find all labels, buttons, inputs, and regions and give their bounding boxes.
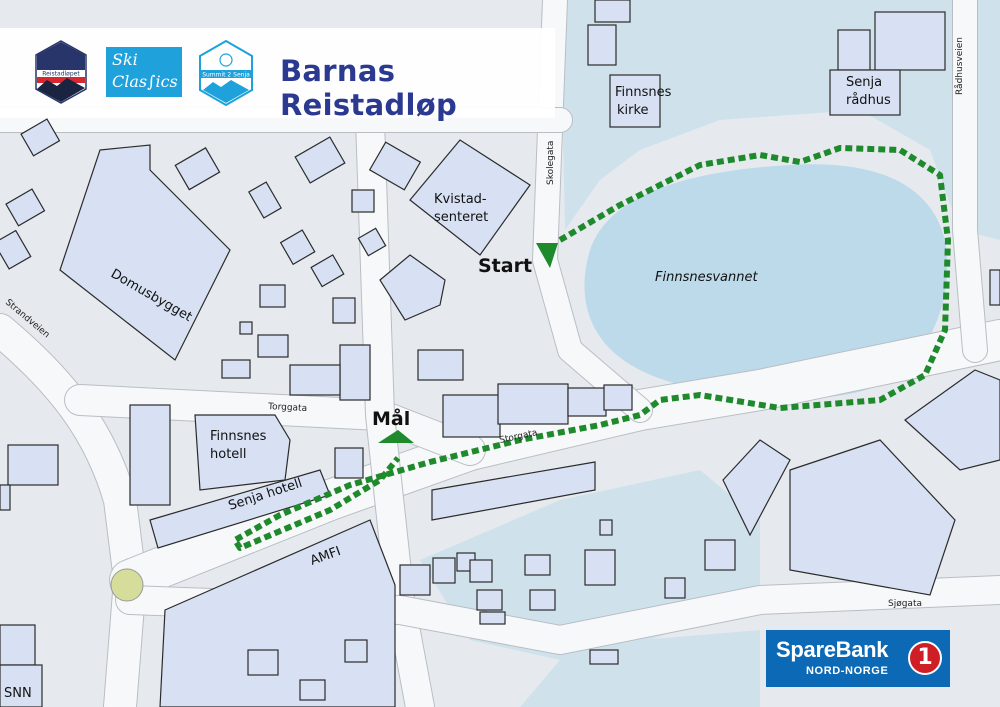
label-finnsnesvannet: Finnsnesvannet — [655, 270, 758, 285]
street-sjogata: Sjøgata — [888, 599, 922, 609]
street-skolegata: Skolegata — [546, 141, 556, 185]
finish-arrow-icon — [378, 430, 414, 443]
sparebank-one-icon: 1 — [908, 641, 942, 675]
water-bottom2 — [520, 630, 760, 707]
street-radhusveien: Rådhusveien — [954, 37, 965, 95]
race-route — [232, 145, 951, 551]
reistadlopet-badge-icon: Reistadløpet — [35, 40, 87, 104]
sparebank-logo: SpareBank NORD-NORGE 1 — [766, 630, 950, 687]
label-snn: SNN — [4, 686, 32, 701]
label-finnsnes-hotell-1: Finnsnes — [210, 429, 267, 444]
svg-text:Summit 2 Senja: Summit 2 Senja — [202, 72, 250, 79]
label-kvistadsenteret-1: Kvistad- — [434, 192, 487, 207]
label-kvistadsenteret-2: senteret — [434, 210, 488, 225]
street-torggata: Torggata — [267, 402, 307, 414]
ski-classics-logo-icon: Ski Clas∫ics — [106, 47, 182, 97]
page-title: Barnas Reistadløp — [280, 54, 458, 122]
header-banner: Reistadløpet Ski Clas∫ics Summit 2 Senja… — [0, 28, 555, 122]
roundabout — [110, 568, 144, 602]
summit-2-senja-badge-icon: Summit 2 Senja — [199, 40, 253, 106]
label-senja-radhus-1: Senja — [846, 75, 882, 90]
lake-finnsnesvannet — [584, 164, 948, 400]
label-finnsnes-hotell-2: hotell — [210, 447, 247, 462]
start-arrow-icon — [536, 243, 558, 268]
start-label: Start — [478, 255, 532, 277]
label-finnsnes-kirke-1: Finnsnes — [615, 85, 672, 100]
label-senja-radhus-2: rådhus — [846, 93, 891, 108]
sparebank-region: NORD-NORGE — [806, 665, 889, 677]
label-finnsnes-kirke-2: kirke — [617, 103, 649, 118]
svg-text:Reistadløpet: Reistadløpet — [42, 71, 80, 78]
finish-label: Mål — [372, 406, 410, 430]
sparebank-name: SpareBank — [776, 637, 889, 662]
